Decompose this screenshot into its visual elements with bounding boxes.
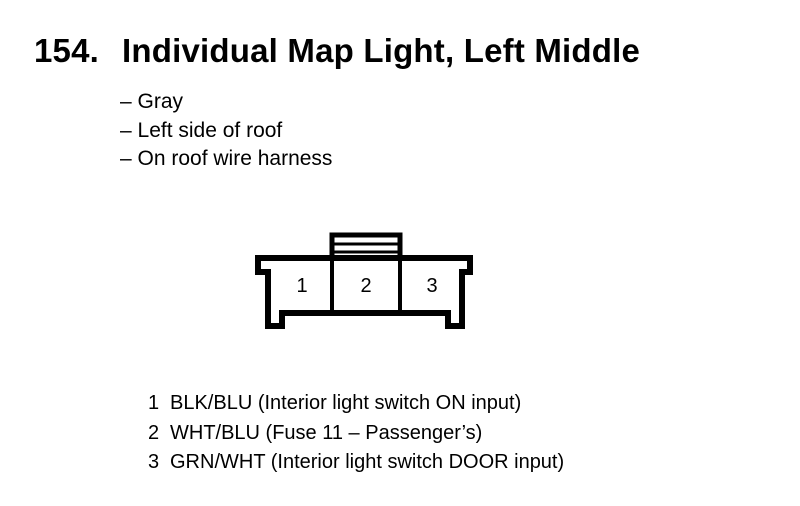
connector-lock-tab bbox=[329, 232, 403, 258]
connector-title: 154. Individual Map Light, Left Middle bbox=[34, 32, 640, 70]
pin-row: 3 GRN/WHT (Interior light switch DOOR inp… bbox=[148, 448, 564, 478]
pin-number: 1 bbox=[148, 392, 160, 414]
cavity-label-2: 2 bbox=[360, 275, 371, 297]
pin-description: BLK/BLU (Interior light switch ON input) bbox=[170, 392, 522, 414]
connector-number: 154. bbox=[34, 32, 100, 69]
detail-harness: – On roof wire harness bbox=[120, 147, 333, 170]
cavity-label-1: 1 bbox=[296, 275, 307, 297]
pin-description: GRN/WHT (Interior light switch DOOR inpu… bbox=[170, 451, 565, 473]
pin-number: 3 bbox=[148, 451, 160, 473]
cavity-label-3: 3 bbox=[426, 275, 437, 297]
pin-description: WHT/BLU (Fuse 11 – Passenger’s) bbox=[170, 421, 483, 444]
pin-list: 1 BLK/BLU (Interior light switch ON input… bbox=[148, 389, 564, 478]
connector-name: Individual Map Light, Left Middle bbox=[122, 32, 641, 69]
pin-row: 2 WHT/BLU (Fuse 11 – Passenger’s) bbox=[148, 419, 564, 449]
pin-number: 2 bbox=[148, 421, 160, 444]
pin-row: 1 BLK/BLU (Interior light switch ON input… bbox=[148, 389, 564, 419]
connector-details: – Gray – Left side of roof – On roof wir… bbox=[120, 88, 332, 174]
detail-color: – Gray bbox=[120, 90, 184, 113]
connector-housing bbox=[255, 255, 473, 329]
detail-location: – Left side of roof bbox=[120, 118, 283, 142]
